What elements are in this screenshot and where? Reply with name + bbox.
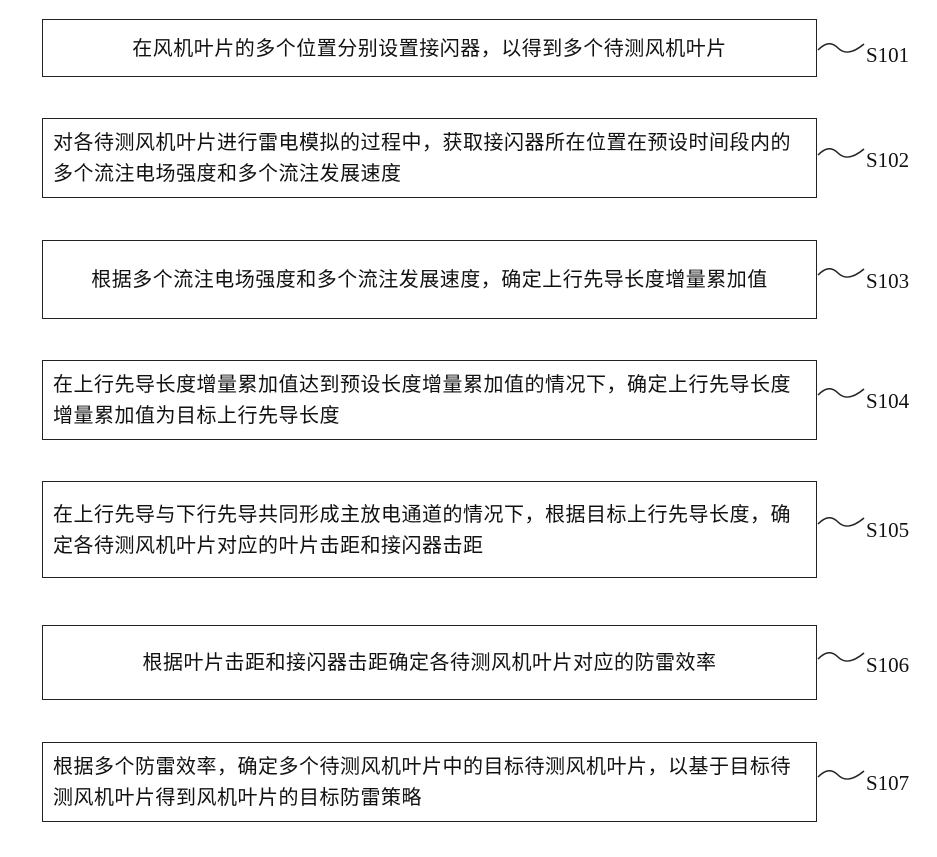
step-box-s104: 在上行先导长度增量累加值达到预设长度增量累加值的情况下，确定上行先导长度增量累加…	[42, 360, 817, 440]
step-label-s105: S105	[866, 519, 909, 541]
step-box-s102: 对各待测风机叶片进行雷电模拟的过程中，获取接闪器所在位置在预设时间段内的多个流注…	[42, 118, 817, 198]
step-label-s104: S104	[866, 390, 909, 412]
step-label-s102: S102	[866, 149, 909, 171]
step-box-s107: 根据多个防雷效率，确定多个待测风机叶片中的目标待测风机叶片，以基于目标待测风机叶…	[42, 742, 817, 822]
step-label-s101: S101	[866, 44, 909, 66]
step-box-s103: 根据多个流注电场强度和多个流注发展速度，确定上行先导长度增量累加值	[42, 240, 817, 319]
step-box-s101: 在风机叶片的多个位置分别设置接闪器，以得到多个待测风机叶片	[42, 19, 817, 77]
step-box-s105: 在上行先导与下行先导共同形成主放电通道的情况下，根据目标上行先导长度，确定各待测…	[42, 481, 817, 578]
step-text-s107: 根据多个防雷效率，确定多个待测风机叶片中的目标待测风机叶片，以基于目标待测风机叶…	[53, 751, 806, 813]
step-box-s106: 根据叶片击距和接闪器击距确定各待测风机叶片对应的防雷效率	[42, 625, 817, 700]
step-label-s103: S103	[866, 270, 909, 292]
step-text-s101: 在风机叶片的多个位置分别设置接闪器，以得到多个待测风机叶片	[132, 33, 727, 64]
step-text-s104: 在上行先导长度增量累加值达到预设长度增量累加值的情况下，确定上行先导长度增量累加…	[53, 369, 806, 431]
step-text-s102: 对各待测风机叶片进行雷电模拟的过程中，获取接闪器所在位置在预设时间段内的多个流注…	[53, 127, 806, 189]
step-label-s106: S106	[866, 654, 909, 676]
step-label-s107: S107	[866, 772, 909, 794]
step-text-s103: 根据多个流注电场强度和多个流注发展速度，确定上行先导长度增量累加值	[91, 264, 768, 295]
step-text-s105: 在上行先导与下行先导共同形成主放电通道的情况下，根据目标上行先导长度，确定各待测…	[53, 499, 806, 561]
step-text-s106: 根据叶片击距和接闪器击距确定各待测风机叶片对应的防雷效率	[143, 647, 717, 678]
